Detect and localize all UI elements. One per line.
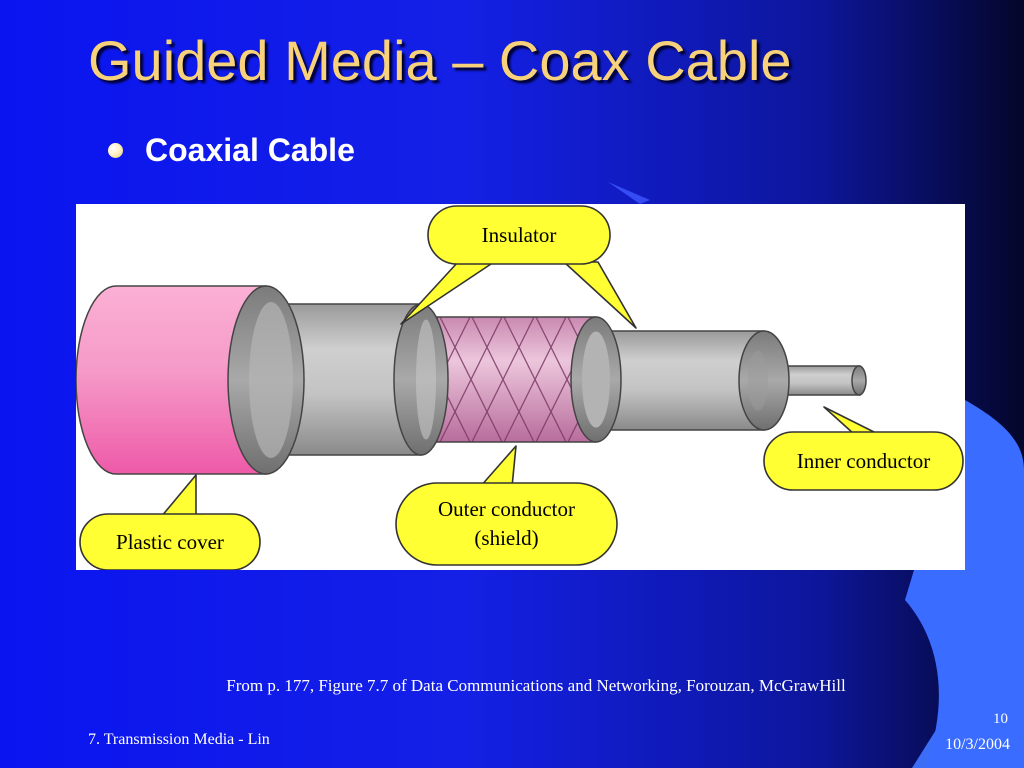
bullet-icon (108, 143, 123, 158)
bullet-text: Coaxial Cable (145, 132, 355, 168)
plastic-cover-layer (76, 285, 305, 475)
inner-conductor-callout-box (763, 431, 964, 491)
page-number: 10 (993, 711, 1008, 727)
insulator-callout-pointer (400, 261, 495, 325)
plastic-cover-label: Plastic cover (116, 529, 224, 554)
coax-cable-diagram: Insulator Inner conductor Outer conducto… (76, 204, 965, 570)
slide-title: Guided Media – Coax Cable (88, 29, 792, 92)
insulator-layer (595, 330, 790, 431)
outer-conductor-label: Outer conductor (shield) (437, 497, 576, 550)
outer-conductor-callout-box (395, 482, 618, 566)
inner-conductor-callout-pointer (823, 406, 879, 435)
footer-date: 10/3/2004 (945, 736, 1010, 753)
outer-conductor-shield (421, 316, 622, 443)
plastic-cover-callout-box (79, 513, 261, 570)
coax-cable-illustration (76, 205, 964, 570)
figure-caption: From p. 177, Figure 7.7 of Data Communic… (226, 676, 846, 695)
outer-conductor-callout-pointer (479, 445, 517, 488)
footer-course-title: 7. Transmission Media - Lin (88, 731, 270, 748)
insulator-callout-box (427, 205, 611, 265)
inner-conductor-label: Inner conductor (796, 448, 931, 473)
insulator-label: Insulator (481, 222, 557, 247)
bullet-item: Coaxial Cable (108, 132, 355, 169)
plastic-cover-callout-pointer (160, 474, 197, 518)
